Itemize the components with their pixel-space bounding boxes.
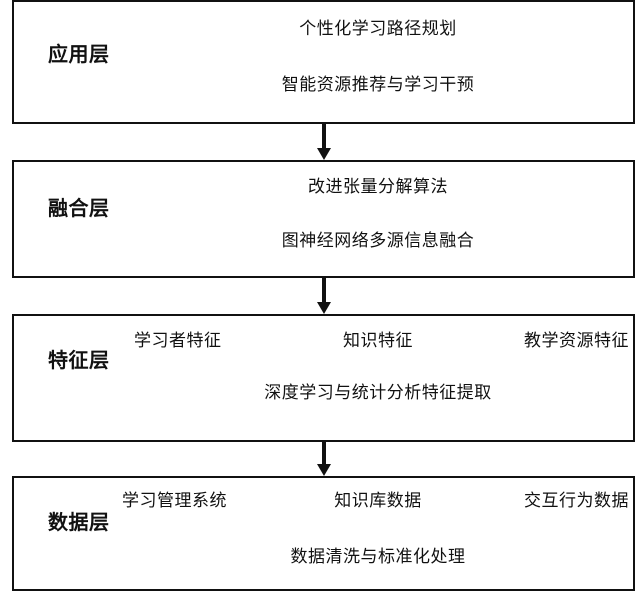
fusion-layer-box: 融合层 改进张量分解算法 图神经网络多源信息融合 [12,160,635,278]
application-item-resource-recommendation: 智能资源推荐与学习干预 [281,75,475,95]
data-item-cleaning: 数据清洗与标准化处理 [290,547,466,567]
data-layer-box: 数据层 学习管理系统 知识库数据 交互行为数据 数据清洗与标准化处理 [12,476,635,591]
fusion-item-gnn-fusion: 图神经网络多源信息融合 [281,231,475,251]
fusion-layer-title: 融合层 [48,196,110,220]
data-item-knowledge-base: 知识库数据 [334,491,422,511]
data-item-interaction-behavior: 交互行为数据 [524,491,629,511]
data-layer-title: 数据层 [48,510,110,534]
feature-layer-title: 特征层 [48,348,110,372]
flow-arrow-data-to-feature [317,442,331,476]
feature-layer-box: 特征层 学习者特征 知识特征 教学资源特征 深度学习与统计分析特征提取 [12,314,635,442]
flow-arrow-fusion-to-application [317,124,331,160]
feature-item-learner: 学习者特征 [134,331,222,351]
feature-item-knowledge: 知识特征 [343,331,413,351]
feature-item-extraction: 深度学习与统计分析特征提取 [264,383,492,403]
data-item-lms: 学习管理系统 [122,491,227,511]
fusion-item-tensor-decomposition: 改进张量分解算法 [308,177,448,197]
application-item-path-planning: 个性化学习路径规划 [299,19,457,39]
application-layer-title: 应用层 [48,42,110,66]
feature-item-teaching-resource: 教学资源特征 [524,331,629,351]
flow-arrow-feature-to-fusion [317,278,331,314]
application-layer-box: 应用层 个性化学习路径规划 智能资源推荐与学习干预 [12,0,635,124]
